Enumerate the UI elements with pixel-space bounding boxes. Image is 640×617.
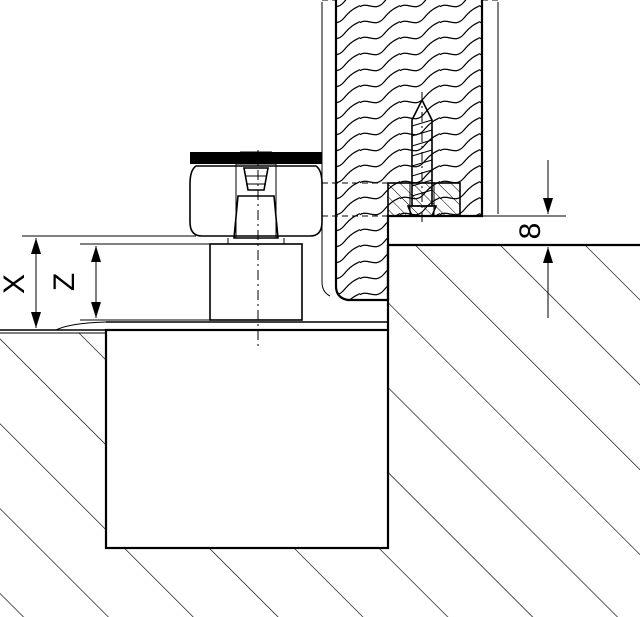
- dimension-x-label: X: [0, 274, 31, 294]
- wood-screw: [406, 92, 438, 224]
- pivot-cap: [189, 151, 323, 239]
- dimension-gap: 8: [482, 160, 566, 318]
- door-fixing-plate: [387, 182, 461, 217]
- dimension-gap-label: 8: [514, 223, 547, 240]
- dimension-z-label: Z: [48, 273, 81, 291]
- floor-housing-box: [55, 321, 390, 550]
- dimension-x: X: [0, 235, 196, 328]
- dimension-z: Z: [48, 243, 210, 321]
- hidden-connection-line: [322, 182, 388, 217]
- pivot-spindle: [209, 150, 303, 348]
